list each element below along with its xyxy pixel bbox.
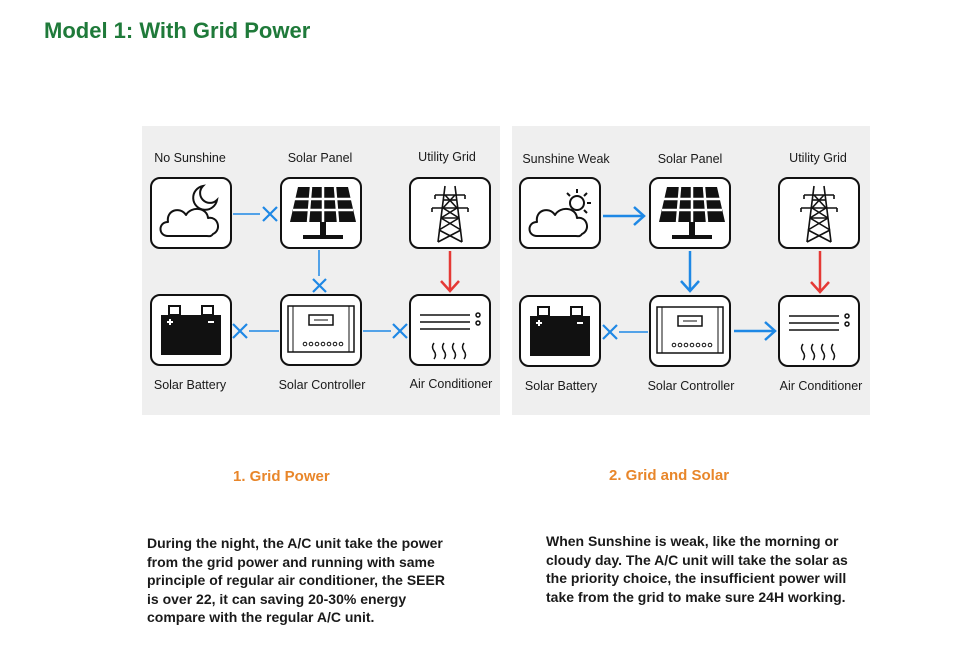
solar-panel-icon — [279, 176, 363, 250]
controller-to-ac-arrow — [734, 321, 777, 341]
grid-to-ac-arrow — [810, 251, 830, 294]
page-title: Model 1: With Grid Power — [44, 18, 311, 43]
battery-icon — [519, 295, 601, 367]
label-solar-battery: Solar Battery — [154, 378, 227, 392]
battery-icon — [150, 294, 232, 366]
solar-controller-icon — [280, 294, 362, 366]
disconnected-link-controller-to-battery — [602, 324, 648, 340]
label-sunshine-weak: Sunshine Weak — [522, 152, 610, 166]
label-solar-battery: Solar Battery — [525, 379, 598, 393]
solar-controller-icon — [649, 295, 731, 367]
subtitle-grid-power: 1. Grid Power — [233, 468, 330, 485]
disconnected-link-controller-to-battery — [232, 323, 279, 339]
moon-cloud-icon — [150, 177, 232, 249]
air-conditioner-icon — [778, 295, 860, 367]
grid-to-ac-arrow — [440, 251, 460, 293]
disconnected-link-controller-to-ac — [363, 323, 408, 339]
power-tower-icon — [778, 177, 860, 249]
label-utility-grid: Utility Grid — [789, 151, 847, 165]
description-grid-power: During the night, the A/C unit take the … — [147, 535, 445, 625]
label-utility-grid: Utility Grid — [418, 150, 476, 164]
label-air-conditioner: Air Conditioner — [780, 379, 863, 393]
power-tower-icon — [409, 177, 491, 249]
label-no-sunshine: No Sunshine — [154, 151, 226, 165]
diagram-panel-grid-and-solar: Sunshine Weak Solar Panel Utility Grid S… — [512, 126, 870, 415]
label-solar-controller: Solar Controller — [648, 379, 735, 393]
label-solar-panel: Solar Panel — [658, 152, 723, 166]
label-solar-panel: Solar Panel — [288, 151, 353, 165]
description-grid-and-solar: When Sunshine is weak, like the morning … — [546, 533, 848, 605]
sun-to-panel-arrow — [603, 206, 646, 226]
panel-to-controller-arrow — [680, 251, 700, 293]
subtitle-grid-and-solar: 2. Grid and Solar — [609, 467, 730, 484]
label-air-conditioner: Air Conditioner — [410, 377, 493, 391]
sun-cloud-icon — [519, 177, 601, 249]
label-solar-controller: Solar Controller — [279, 378, 366, 392]
air-conditioner-icon — [409, 294, 491, 366]
solar-panel-icon — [648, 176, 732, 250]
disconnected-link-panel-to-controller — [312, 250, 327, 293]
disconnected-link-sun-to-panel — [233, 206, 278, 222]
diagram-panel-grid-power: No Sunshine Solar Panel Utility Grid Sol… — [142, 126, 500, 415]
